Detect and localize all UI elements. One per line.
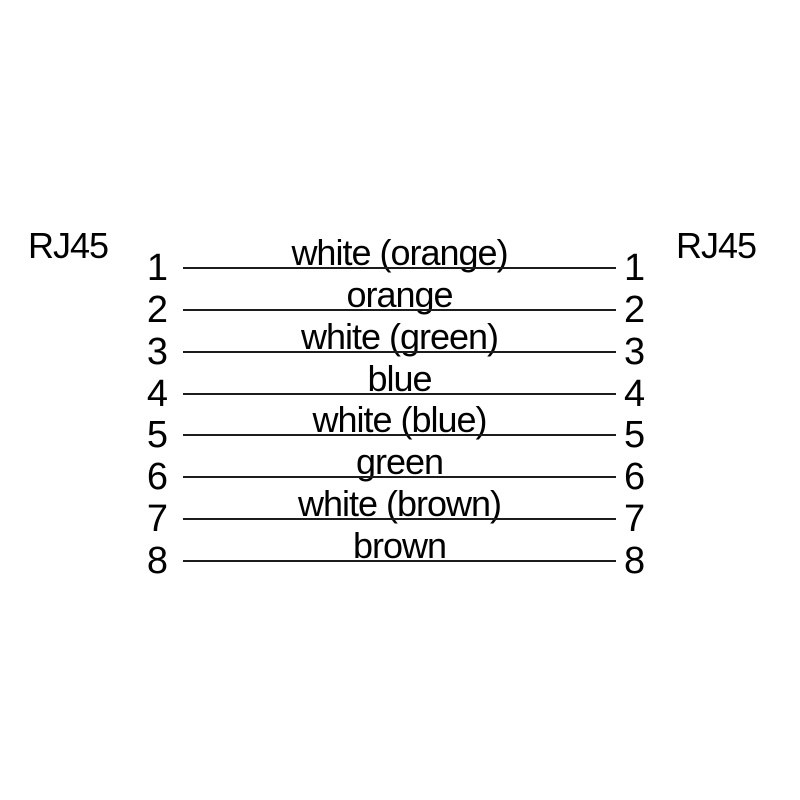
pin-number-right: 2 <box>624 289 646 331</box>
wire-line <box>183 518 616 520</box>
wire-color-label: white (green) <box>300 316 499 357</box>
wire-color-label: white (orange) <box>291 232 508 273</box>
pin-number-right: 5 <box>624 414 646 456</box>
wire-color-label: white (brown) <box>297 483 502 524</box>
wire-row: 4 blue 4 <box>0 353 800 414</box>
wire-row: 3 white (green) 3 <box>0 311 800 372</box>
pin-number-left: 2 <box>146 289 168 331</box>
wire-row: 8 brown 8 <box>0 520 800 581</box>
pin-number-left: 8 <box>146 540 168 582</box>
wire-line <box>183 267 616 269</box>
wire-color-label: blue <box>367 358 432 399</box>
wire-row: 7 white (brown) 7 <box>0 478 800 539</box>
wire-color-label: brown <box>352 525 447 566</box>
wire-color-label: green <box>355 441 444 482</box>
pin-number-left: 3 <box>146 331 168 373</box>
wire-row: 5 white (blue) 5 <box>0 394 800 455</box>
wire-row: 2 orange 2 <box>0 269 800 330</box>
wire-line <box>183 309 616 311</box>
wire-line <box>183 560 616 562</box>
wire-color-label: white (blue) <box>312 399 487 440</box>
connector-label-right: RJ45 <box>676 225 757 266</box>
pin-number-left: 5 <box>146 414 168 456</box>
pin-number-left: 7 <box>146 498 168 540</box>
pin-number-right: 1 <box>624 247 646 289</box>
connector-label-left: RJ45 <box>28 225 109 266</box>
pin-number-left: 1 <box>146 247 168 289</box>
wire-line <box>183 351 616 353</box>
pin-number-right: 4 <box>624 373 646 415</box>
pin-number-left: 4 <box>146 373 168 415</box>
pin-number-right: 8 <box>624 540 646 582</box>
pin-number-right: 6 <box>624 456 646 498</box>
pin-number-right: 7 <box>624 498 646 540</box>
wire-row: 1 white (orange) 1 <box>0 227 800 288</box>
wire-line <box>183 434 616 436</box>
pin-number-right: 3 <box>624 331 646 373</box>
wire-line <box>183 476 616 478</box>
wire-color-label: orange <box>346 274 453 315</box>
pin-number-left: 6 <box>146 456 168 498</box>
wire-row: 6 green 6 <box>0 436 800 497</box>
wire-line <box>183 393 616 395</box>
